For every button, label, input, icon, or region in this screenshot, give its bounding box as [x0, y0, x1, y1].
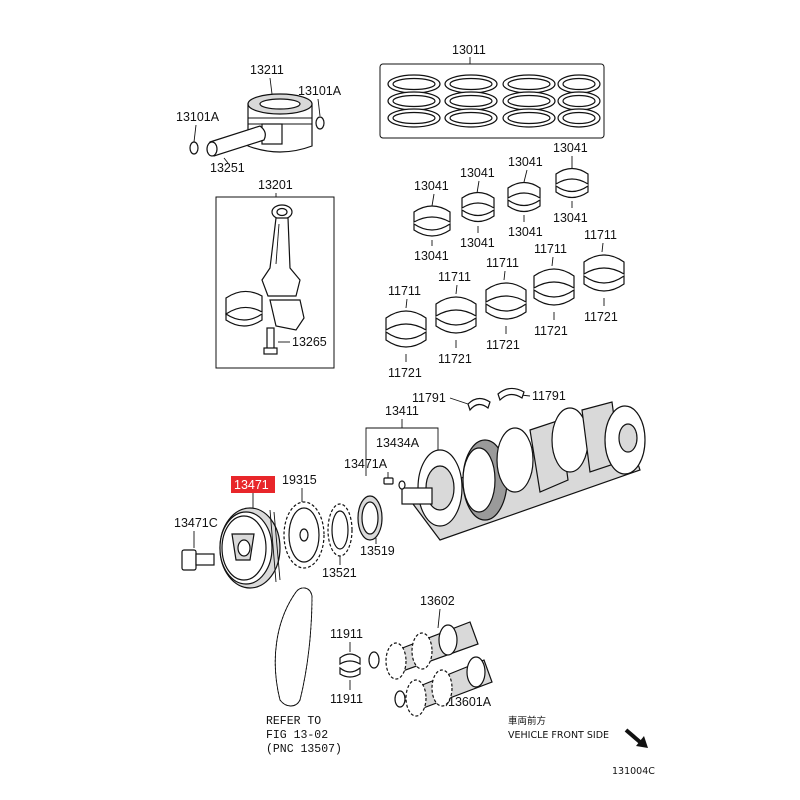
callout-13041-e[interactable]: 13041	[414, 249, 449, 263]
rod-bearing-pair-3[interactable]	[507, 181, 541, 213]
rod-bearing[interactable]	[225, 290, 263, 327]
timing-sprocket[interactable]	[283, 501, 325, 569]
crank-timing-gear[interactable]	[327, 503, 353, 557]
front-direction-arrow-icon	[624, 728, 648, 748]
callout-13471-highlight	[231, 476, 275, 493]
callout-13602[interactable]: 13602	[420, 594, 455, 608]
rod-bearing-pair-1[interactable]	[413, 205, 451, 237]
callout-13011[interactable]: 13011	[452, 43, 486, 57]
callout-13211[interactable]: 13211	[250, 63, 284, 77]
refer-line-3: (PNC 13507)	[266, 743, 342, 756]
piston-pin[interactable]	[206, 125, 266, 157]
crank-pin[interactable]	[398, 480, 406, 490]
main-bearing-pair-1[interactable]	[385, 310, 427, 348]
main-bearing-pair-4[interactable]	[533, 268, 575, 306]
thrust-washer-2[interactable]	[497, 387, 525, 402]
callout-13471c[interactable]: 13471C	[174, 516, 218, 530]
snap-ring-right[interactable]	[315, 116, 325, 130]
callout-11791-a[interactable]: 11791	[412, 391, 446, 405]
snap-ring-left[interactable]	[189, 141, 199, 155]
callout-13041-f[interactable]: 13041	[460, 236, 495, 250]
callout-11721-b[interactable]: 11721	[438, 352, 472, 366]
callout-11711-b[interactable]: 11711	[534, 242, 567, 256]
refer-line-1: REFER TO	[266, 715, 321, 728]
callout-13041-h[interactable]: 13041	[553, 211, 588, 225]
rod-bearing-pair-2[interactable]	[461, 191, 495, 223]
vehicle-front-english: VEHICLE FRONT SIDE	[508, 730, 609, 741]
callout-13471[interactable]: 13471	[234, 478, 269, 492]
callout-19315[interactable]: 19315	[282, 473, 317, 487]
timing-chain[interactable]	[274, 587, 313, 707]
ring-group-4	[557, 74, 601, 128]
ring-group-3	[502, 74, 556, 128]
callout-13601a[interactable]: 13601A	[448, 695, 492, 709]
ring-group-2	[444, 74, 498, 128]
callout-13471a[interactable]: 13471A	[344, 457, 388, 471]
callout-13041-c[interactable]: 13041	[460, 166, 495, 180]
balance-shaft-upper[interactable]	[368, 621, 479, 680]
crank-gear	[462, 439, 508, 521]
callout-13521[interactable]: 13521	[322, 566, 357, 580]
crank-key[interactable]	[383, 477, 394, 485]
crankshaft-pulley[interactable]	[219, 507, 281, 589]
callout-13041-b[interactable]: 13041	[508, 155, 543, 169]
callout-11721-a[interactable]: 11721	[388, 366, 422, 380]
callout-13411[interactable]: 13411	[385, 404, 419, 418]
callout-13434a[interactable]: 13434A	[376, 436, 420, 450]
callout-11721-e[interactable]: 11721	[584, 310, 618, 324]
crank-spacer[interactable]	[357, 495, 383, 541]
crankshaft[interactable]	[401, 401, 646, 541]
callout-13041-g[interactable]: 13041	[508, 225, 543, 239]
callout-11711-a[interactable]: 11711	[584, 228, 617, 242]
callout-11791-b[interactable]: 11791	[532, 389, 566, 403]
callout-11721-d[interactable]: 11721	[534, 324, 568, 338]
main-bearing-pair-5[interactable]	[583, 254, 625, 292]
rod-bolt[interactable]	[263, 327, 278, 355]
main-bearing-pair-2[interactable]	[435, 296, 477, 334]
callout-13101a-left[interactable]: 13101A	[176, 110, 220, 124]
ring-group-1	[387, 74, 441, 128]
callout-13265[interactable]: 13265	[292, 335, 327, 349]
balance-shaft-bearing[interactable]	[339, 653, 361, 678]
pulley-bolt[interactable]	[181, 549, 215, 571]
vehicle-front-chinese: 車両前方	[508, 715, 546, 727]
piston[interactable]	[247, 93, 313, 153]
callout-13101a-right[interactable]: 13101A	[298, 84, 342, 98]
balance-shaft-lower[interactable]	[394, 656, 493, 717]
callout-11911-b[interactable]: 11911	[330, 692, 363, 706]
callout-11711-e[interactable]: 11711	[388, 284, 421, 298]
rod-bearing-pair-4[interactable]	[555, 167, 589, 199]
callout-11911-a[interactable]: 11911	[330, 627, 363, 641]
callout-13519[interactable]: 13519	[360, 544, 395, 558]
callout-13041-a[interactable]: 13041	[553, 141, 588, 155]
thrust-washer-1[interactable]	[467, 397, 491, 412]
callout-13251[interactable]: 13251	[210, 161, 245, 175]
refer-line-2: FIG 13-02	[266, 729, 328, 742]
callout-11711-d[interactable]: 11711	[438, 270, 471, 284]
piston-ring-set[interactable]	[379, 57, 605, 139]
connecting-rod-box	[215, 196, 335, 369]
callout-13041-d[interactable]: 13041	[414, 179, 449, 193]
figure-code: 131004C	[612, 766, 655, 777]
connecting-rod[interactable]	[261, 204, 305, 331]
callout-11711-c[interactable]: 11711	[486, 256, 519, 270]
callout-11721-c[interactable]: 11721	[486, 338, 520, 352]
callout-13201[interactable]: 13201	[258, 178, 293, 192]
main-bearing-pair-3[interactable]	[485, 282, 527, 320]
